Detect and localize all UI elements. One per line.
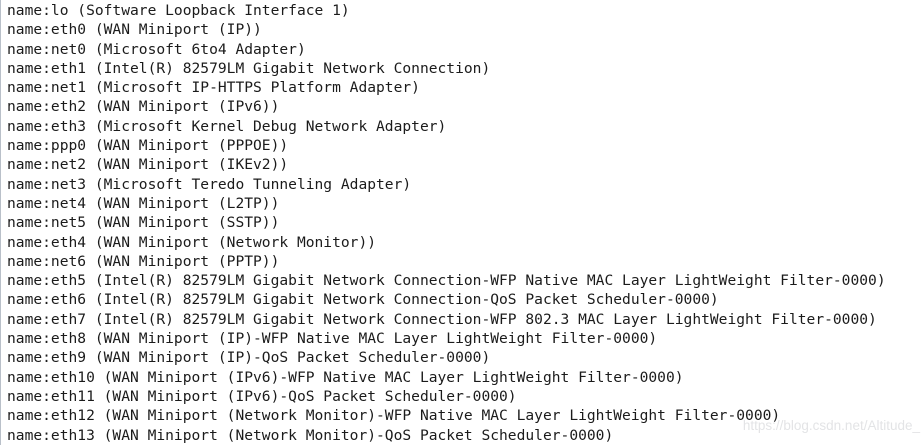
terminal-line: name:eth12 (WAN Miniport (Network Monito… [7, 407, 781, 425]
terminal-line: name:net6 (WAN Miniport (PPTP)) [7, 252, 280, 270]
terminal-line: name:net4 (WAN Miniport (L2TP)) [7, 194, 280, 212]
terminal-line: name:eth8 (WAN Miniport (IP)-WFP Native … [7, 330, 658, 348]
terminal-line: name:eth2 (WAN Miniport (IPv6)) [7, 98, 280, 116]
terminal-line: name:eth11 (WAN Miniport (IPv6)-QoS Pack… [7, 387, 517, 405]
terminal-line: name:eth10 (WAN Miniport (IPv6)-WFP Nati… [7, 368, 684, 386]
terminal-line: name:net2 (WAN Miniport (IKEv2)) [7, 156, 289, 174]
terminal-line: name:net1 (Microsoft IP-HTTPS Platform A… [7, 79, 420, 97]
terminal-line: name:net0 (Microsoft 6to4 Adapter) [7, 40, 306, 58]
terminal-line: name:eth4 (WAN Miniport (Network Monitor… [7, 233, 377, 251]
terminal-line: name:eth13 (WAN Miniport (Network Monito… [7, 426, 614, 444]
terminal-line: name:lo (Software Loopback Interface 1) [7, 2, 350, 19]
terminal-line: name:eth5 (Intel(R) 82579LM Gigabit Netw… [7, 272, 886, 290]
terminal-line: name:net3 (Microsoft Teredo Tunneling Ad… [7, 175, 412, 193]
terminal-line: name:eth7 (Intel(R) 82579LM Gigabit Netw… [7, 310, 877, 328]
terminal-line: name:ppp0 (WAN Miniport (PPPOE)) [7, 137, 289, 155]
terminal-line: name:eth9 (WAN Miniport (IP)-QoS Packet … [7, 349, 491, 367]
terminal-line: name:eth3 (Microsoft Kernel Debug Networ… [7, 117, 447, 135]
terminal-line: name:eth6 (Intel(R) 82579LM Gigabit Netw… [7, 291, 719, 309]
terminal-line: name:eth0 (WAN Miniport (IP)) [7, 21, 262, 39]
terminal-line: name:eth1 (Intel(R) 82579LM Gigabit Netw… [7, 59, 491, 77]
terminal-line: name:net5 (WAN Miniport (SSTP)) [7, 214, 280, 232]
